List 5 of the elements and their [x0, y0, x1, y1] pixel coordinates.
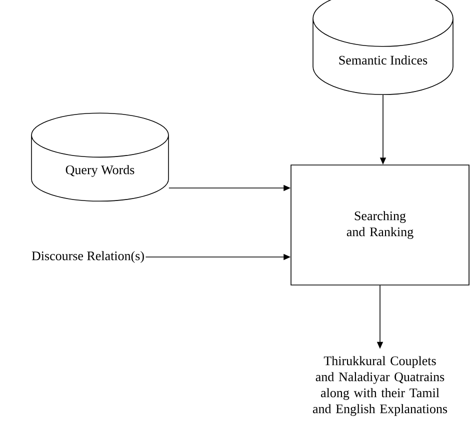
input-label: Discourse Relation(s) — [32, 251, 144, 263]
output-text: Thirukkural Couplets and Naladiyar Quatrains along with their Tamil and English Explanations — [312, 356, 448, 416]
database-cylinder: Query Words — [31, 112, 169, 202]
database-cylinder: Semantic Indices — [312, 0, 454, 95]
process-box: Searching and Ranking — [290, 164, 470, 286]
